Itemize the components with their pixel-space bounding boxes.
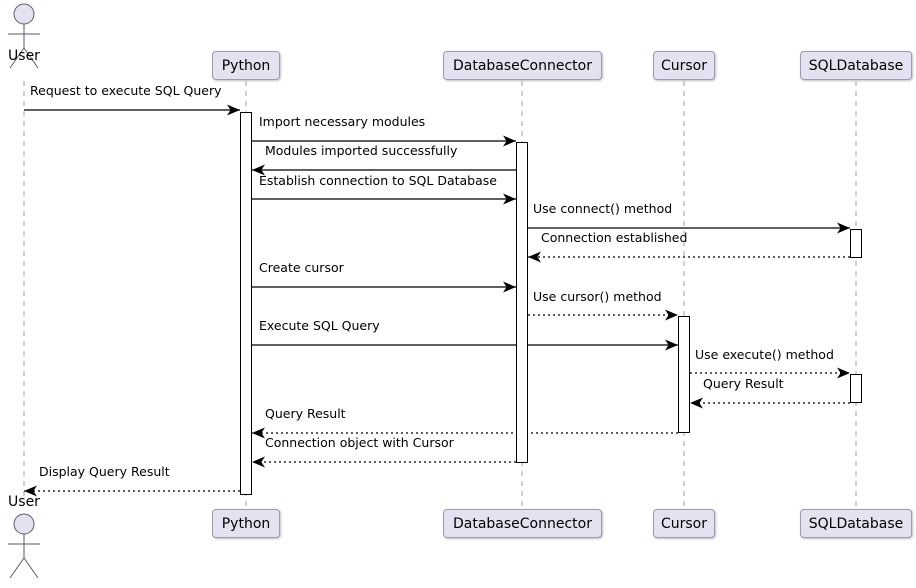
participant-box-sqldb-bottom[interactable]: SQLDatabase	[800, 509, 912, 538]
message-label-14: Display Query Result	[39, 464, 170, 479]
message-label-7: Create cursor	[259, 260, 344, 275]
message-label-9: Execute SQL Query	[259, 318, 380, 333]
participant-box-cursor-bottom[interactable]: Cursor	[653, 509, 715, 538]
message-label-1: Request to execute SQL Query	[30, 83, 222, 98]
activation-bar-sqldb	[850, 374, 862, 403]
participant-label-cursor: Cursor	[660, 515, 708, 532]
actor-user-figure	[8, 3, 40, 579]
actor-leg-l-1	[9, 557, 25, 579]
message-label-2: Import necessary modules	[259, 114, 426, 129]
actor-head-0	[13, 3, 35, 25]
activation-bar-python	[240, 112, 252, 495]
actor-leg-r-0	[23, 47, 39, 69]
participant-box-dbconn-bottom[interactable]: DatabaseConnector	[443, 509, 602, 538]
message-label-11: Query Result	[703, 376, 784, 391]
actor-label-user-top: User	[8, 48, 40, 64]
participant-box-dbconn-top[interactable]: DatabaseConnector	[443, 51, 602, 80]
participant-box-sqldb-top[interactable]: SQLDatabase	[800, 51, 912, 80]
message-label-12: Query Result	[265, 406, 346, 421]
actor-leg-l-0	[9, 47, 25, 69]
participant-label-dbconn: DatabaseConnector	[452, 515, 592, 532]
participant-box-cursor-top[interactable]: Cursor	[653, 51, 715, 80]
actor-leg-r-1	[23, 557, 39, 579]
participant-label-dbconn: DatabaseConnector	[452, 57, 592, 74]
message-label-3: Modules imported successfully	[265, 143, 458, 158]
participant-label-sqldb: SQLDatabase	[808, 57, 904, 74]
message-label-6: Connection established	[541, 230, 688, 245]
message-label-10: Use execute() method	[695, 347, 834, 362]
actor-head-1	[13, 513, 35, 535]
message-label-4: Establish connection to SQL Database	[259, 173, 497, 188]
activation-bar-cursor	[678, 316, 690, 433]
message-label-5: Use connect() method	[533, 201, 673, 216]
participant-label-sqldb: SQLDatabase	[808, 515, 904, 532]
activation-bar-sqldb	[850, 229, 862, 258]
participant-label-cursor: Cursor	[660, 57, 708, 74]
actor-label-user-bottom: User	[8, 494, 40, 510]
participant-label-python: Python	[221, 57, 271, 74]
message-label-13: Connection object with Cursor	[265, 435, 454, 450]
message-label-8: Use cursor() method	[533, 289, 662, 304]
participant-box-python-bottom[interactable]: Python	[212, 509, 280, 538]
activation-bar-dbconn	[516, 142, 528, 463]
participant-box-python-top[interactable]: Python	[212, 51, 280, 80]
participant-label-python: Python	[221, 515, 271, 532]
